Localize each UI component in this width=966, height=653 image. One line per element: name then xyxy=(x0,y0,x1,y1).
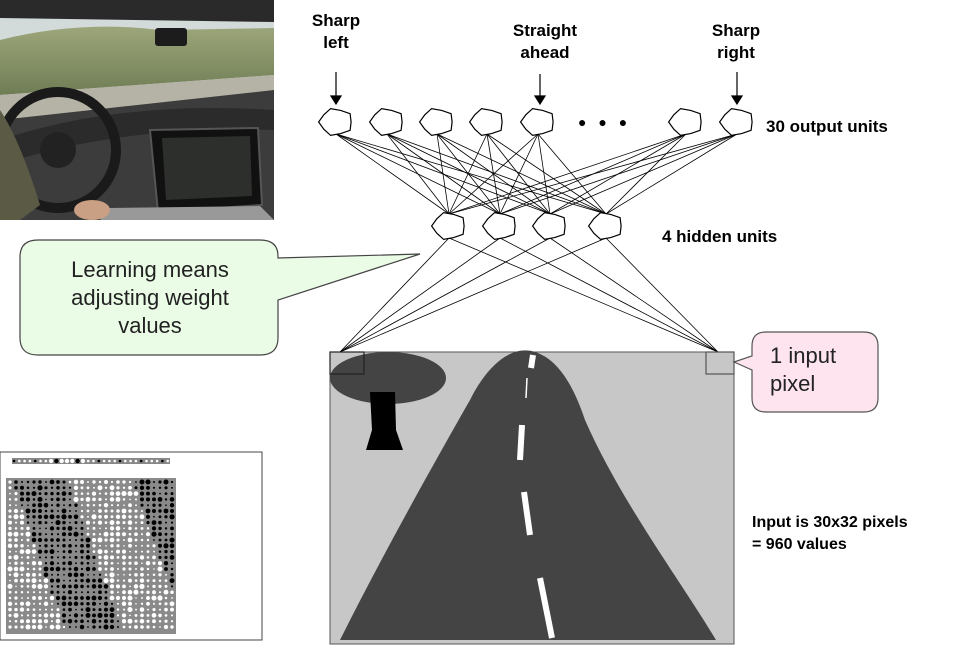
output-layer xyxy=(317,107,753,137)
hidden-unit-node xyxy=(531,211,566,241)
hidden-units-label: 4 hidden units xyxy=(662,227,778,246)
output-unit-node xyxy=(368,107,403,137)
hidden-unit-node xyxy=(481,211,516,241)
pixel-weights-grid-icon xyxy=(0,451,263,641)
label-arrows xyxy=(329,72,744,106)
learning-callout-shape xyxy=(19,239,421,356)
output-unit-node xyxy=(667,107,702,137)
output-unit-node xyxy=(718,107,753,137)
input-pixel-topright xyxy=(705,351,735,375)
tree-icon xyxy=(330,352,446,450)
hidden-unit-node xyxy=(430,211,465,241)
sharp-left-label: Sharp left xyxy=(311,11,361,52)
hidden-layer xyxy=(430,211,622,241)
output-unit-node xyxy=(468,107,503,137)
output-unit-node xyxy=(418,107,453,137)
hidden-unit-node xyxy=(587,211,622,241)
learning-callout-text: Learning means adjusting weight values xyxy=(71,257,229,338)
input-pixel-callout-text: 1 input pixel xyxy=(770,343,837,396)
input-pixel-topleft xyxy=(329,351,365,375)
more-units-ellipsis-icon: ● ● ● xyxy=(578,114,632,130)
output-unit-node xyxy=(519,107,554,137)
weight-connections xyxy=(335,133,738,353)
output-units-label: 30 output units xyxy=(766,117,888,136)
input-pixel-callout-shape xyxy=(732,331,879,413)
sharp-right-label: Sharp right xyxy=(711,21,761,62)
straight-ahead-label: Straight ahead xyxy=(512,21,578,62)
output-unit-node xyxy=(317,107,352,137)
input-description: Input is 30x32 pixels = 960 values xyxy=(752,514,908,553)
car-interior-photo-icon xyxy=(0,0,274,220)
